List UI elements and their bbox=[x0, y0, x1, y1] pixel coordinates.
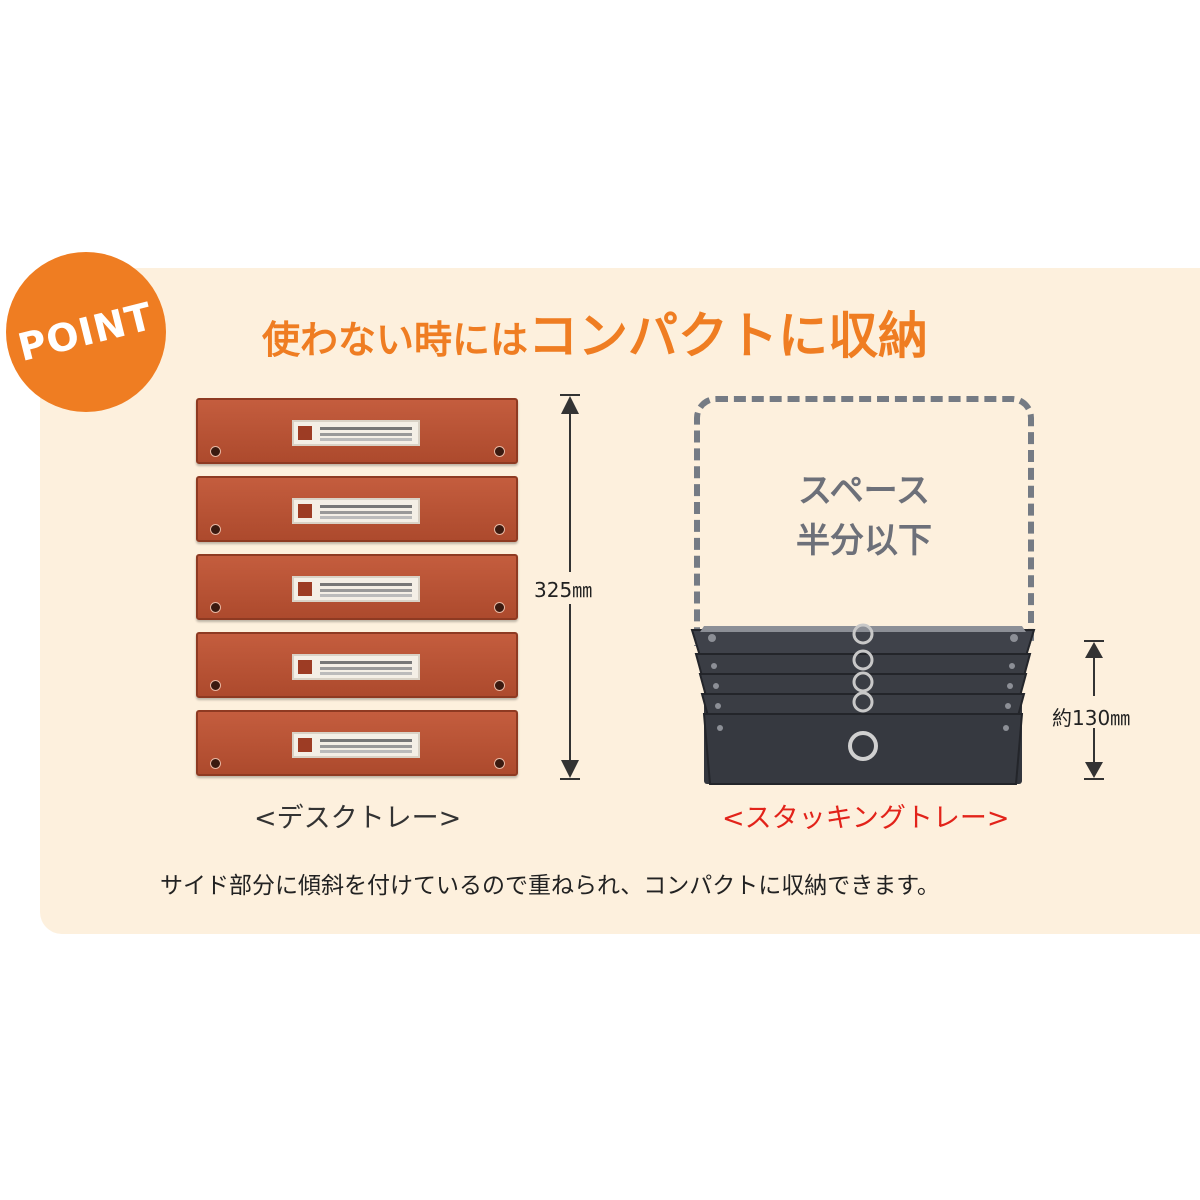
description-text: サイド部分に傾斜を付けているので重ねられ、コンパクトに収納できます。 bbox=[160, 873, 940, 899]
space-text-line2: 半分以下 bbox=[796, 521, 932, 561]
tray-hole bbox=[1005, 703, 1011, 709]
tray-hole bbox=[494, 446, 505, 457]
tray-hole bbox=[210, 524, 221, 535]
tray-hole bbox=[1009, 663, 1015, 669]
tray-hole bbox=[717, 725, 723, 731]
headline: 使わない時には コンパクトに収納 bbox=[262, 296, 928, 366]
arrow-down-icon bbox=[1085, 762, 1103, 778]
arrow-line bbox=[569, 412, 571, 572]
stacking-tray-caption: <スタッキングトレー> bbox=[722, 803, 1010, 834]
arrow-up-icon bbox=[1085, 642, 1103, 658]
desk-tray-stack bbox=[196, 398, 520, 780]
stacking-tray-stack bbox=[690, 623, 1036, 785]
tray-hole bbox=[494, 602, 505, 613]
tray-hole bbox=[1007, 683, 1013, 689]
desk-tray-caption: <デスクトレー> bbox=[254, 803, 462, 834]
ring-icon bbox=[852, 691, 874, 713]
desk-tray bbox=[196, 710, 518, 776]
headline-part2: コンパクトに収納 bbox=[528, 307, 929, 365]
desk-height-label: 325㎜ bbox=[534, 578, 593, 602]
stacking-tray bbox=[702, 713, 1024, 785]
stack-height-label: 約130㎜ bbox=[1052, 706, 1131, 730]
tray-hole bbox=[210, 602, 221, 613]
tray-hole bbox=[708, 634, 716, 642]
tray-hole bbox=[1003, 725, 1009, 731]
arrow-tick-bottom bbox=[560, 778, 580, 780]
tray-hole bbox=[210, 758, 221, 769]
ring-icon bbox=[848, 731, 878, 761]
tray-hole bbox=[711, 663, 717, 669]
desk-tray bbox=[196, 476, 518, 542]
arrow-line bbox=[1093, 656, 1095, 696]
desk-tray bbox=[196, 554, 518, 620]
headline-part1: 使わない時には bbox=[262, 318, 529, 362]
point-badge-text: POINT bbox=[14, 294, 158, 370]
tray-hole bbox=[210, 680, 221, 691]
arrow-line bbox=[1093, 728, 1095, 764]
tray-hole bbox=[494, 680, 505, 691]
space-text: スペース 半分以下 bbox=[694, 466, 1034, 566]
tray-label bbox=[292, 732, 420, 758]
tray-label bbox=[292, 654, 420, 680]
tray-label bbox=[292, 420, 420, 446]
point-badge: POINT bbox=[6, 252, 166, 412]
tray-label bbox=[292, 576, 420, 602]
arrow-line bbox=[569, 604, 571, 762]
arrow-tick-top bbox=[560, 394, 580, 396]
tray-label bbox=[292, 498, 420, 524]
stacking-tray bbox=[700, 693, 1026, 717]
stack-height-arrow bbox=[1084, 640, 1104, 780]
tray-hole bbox=[1010, 634, 1018, 642]
tray-hole bbox=[494, 758, 505, 769]
desk-tray bbox=[196, 398, 518, 464]
stacking-tray-rim bbox=[700, 626, 1026, 632]
arrow-down-icon bbox=[561, 760, 579, 778]
ring-icon bbox=[852, 649, 874, 671]
tray-hole bbox=[210, 446, 221, 457]
desk-height-arrow bbox=[560, 394, 580, 780]
tray-hole bbox=[494, 524, 505, 535]
space-text-line1: スペース bbox=[798, 471, 930, 511]
arrow-up-icon bbox=[561, 396, 579, 414]
arrow-tick-top bbox=[1084, 640, 1104, 642]
tray-hole bbox=[713, 683, 719, 689]
arrow-tick-bottom bbox=[1084, 778, 1104, 780]
desk-tray bbox=[196, 632, 518, 698]
ring-icon bbox=[852, 671, 874, 693]
tray-hole bbox=[715, 703, 721, 709]
ring-icon bbox=[852, 623, 874, 645]
space-outline bbox=[694, 396, 1034, 646]
